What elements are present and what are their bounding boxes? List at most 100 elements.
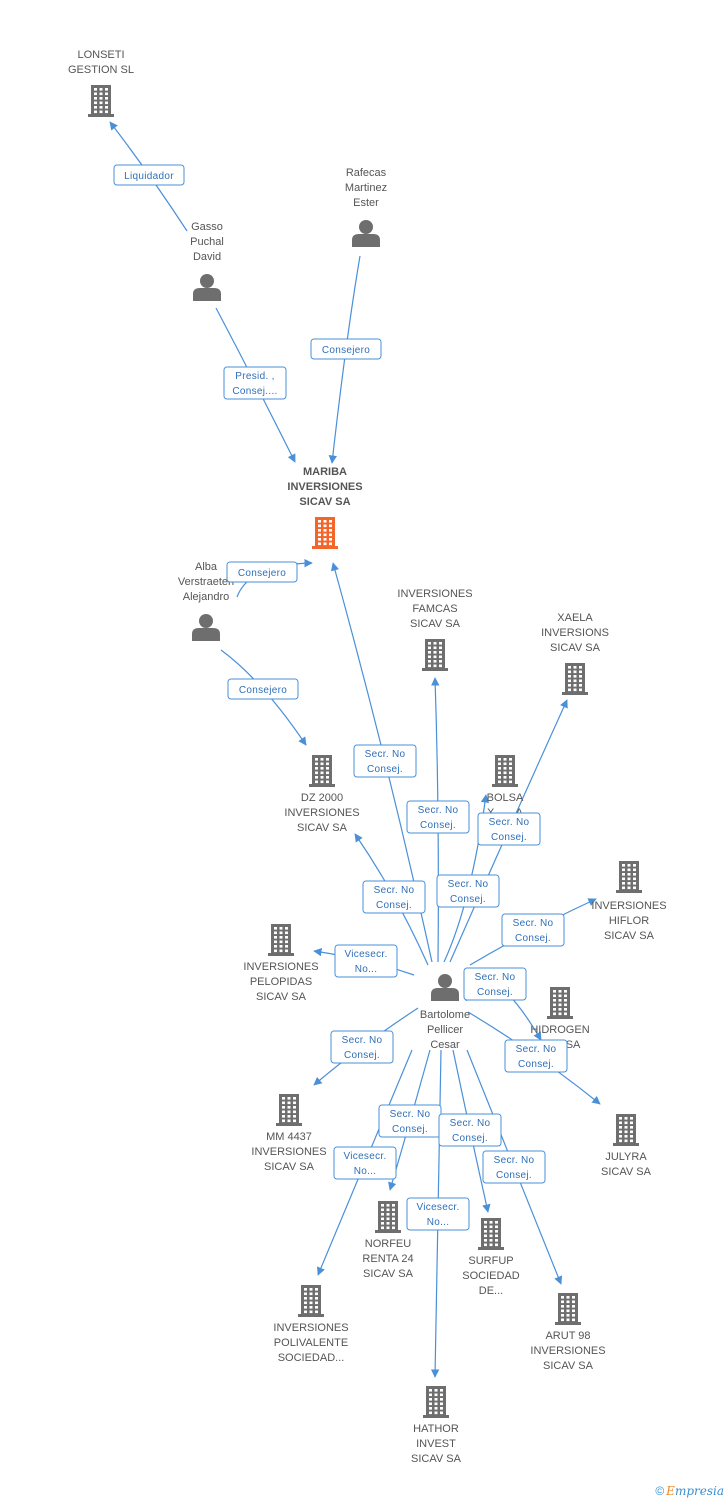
edge-label-bartolome-hathor[interactable]: Vicesecr.No... <box>406 1197 470 1231</box>
edge-label-box <box>482 1150 546 1184</box>
edge-label-box <box>463 967 527 1001</box>
edge-label-text: Secr. No <box>494 1155 535 1166</box>
edge-label-box <box>477 812 541 846</box>
edge-label-box <box>227 678 299 700</box>
node-label: Rafecas <box>346 167 387 179</box>
node-label: LONSETI <box>77 49 124 61</box>
node-label: ARUT 98 <box>545 1330 590 1342</box>
node-label: NORFEU <box>365 1238 412 1250</box>
building-icon <box>309 755 335 787</box>
edge-label-bartolome-pelopidas[interactable]: Vicesecr.No... <box>334 944 398 978</box>
node-label: David <box>193 251 221 263</box>
node-surfup[interactable]: SURFUPSOCIEDADDE... <box>462 1218 520 1297</box>
node-label: SICAV SA <box>299 496 350 508</box>
edge-label-text: Vicesecr. <box>343 1151 386 1162</box>
edge-label-text: Secr. No <box>365 749 406 760</box>
edge-label-box <box>406 1197 470 1231</box>
edge-label-box <box>406 800 470 834</box>
edge-label-text: Consejero <box>239 685 287 696</box>
edge-label-text: Consej. <box>367 764 403 775</box>
edge-label-bartolome-polivalente[interactable]: Vicesecr.No... <box>333 1146 397 1180</box>
building-icon <box>298 1285 324 1317</box>
edge-label-box <box>330 1030 394 1064</box>
edge-label-text: Consej. <box>477 987 513 998</box>
edge-label-alba-dz2000[interactable]: Consejero <box>227 678 299 700</box>
edge-label-alba-mariba[interactable]: Consejero <box>226 561 298 583</box>
node-bolsa[interactable]: BOLSAX... ...A <box>487 755 524 819</box>
node-label: HIDROGEN <box>530 1024 589 1036</box>
node-label: SICAV SA <box>411 1453 462 1465</box>
node-label: Bartolome <box>420 1009 470 1021</box>
edge-label-text: Consej. <box>420 820 456 831</box>
edge-label-gasso-mariba[interactable]: Presid. ,Consej.... <box>223 366 287 400</box>
node-label: SOCIEDAD... <box>278 1352 345 1364</box>
edge-label-text: Vicesecr. <box>416 1202 459 1213</box>
edge-label-text: Secr. No <box>516 1044 557 1055</box>
node-label: INVERSIONES <box>530 1345 605 1357</box>
node-label: SICAV SA <box>363 1268 414 1280</box>
node-label: MARIBA <box>303 466 347 478</box>
edge-label-box <box>353 744 417 778</box>
node-label: INVERSIONES <box>284 807 359 819</box>
node-label: HATHOR <box>413 1423 459 1435</box>
edge-label-text: Consej. <box>450 894 486 905</box>
node-label: PELOPIDAS <box>250 976 312 988</box>
edge-label-box <box>362 880 426 914</box>
building-icon <box>492 755 518 787</box>
node-label: HIFLOR <box>609 915 649 927</box>
edge-label-text: Consej. <box>515 933 551 944</box>
person-icon <box>192 614 220 641</box>
edge-label-text: Consej. <box>452 1133 488 1144</box>
node-polivalente[interactable]: INVERSIONESPOLIVALENTESOCIEDAD... <box>273 1285 349 1364</box>
building-icon <box>276 1094 302 1126</box>
edge-label-bartolome-mariba[interactable]: Secr. No Consej. <box>353 744 417 778</box>
edge-label-rafecas-mariba[interactable]: Consejero <box>310 338 382 360</box>
node-label: FAMCAS <box>412 603 457 615</box>
brand-name: mpresia <box>674 1484 724 1498</box>
node-label: Martinez <box>345 182 387 194</box>
edge-label-box <box>334 944 398 978</box>
edge-label-text: Consej. <box>344 1050 380 1061</box>
building-icon <box>268 924 294 956</box>
edge-label-bartolome-mm4437[interactable]: Secr. No Consej. <box>330 1030 394 1064</box>
building-icon <box>478 1218 504 1250</box>
node-label: BOLSA <box>487 792 524 804</box>
edge-label-text: Secr. No <box>342 1035 383 1046</box>
person-icon <box>352 220 380 247</box>
edge-label-box <box>310 338 382 360</box>
node-label: POLIVALENTE <box>274 1337 348 1349</box>
node-label: SICAV SA <box>601 1166 652 1178</box>
node-label: SICAV SA <box>604 930 655 942</box>
edge-label-gasso-lonseti[interactable]: Liquidador <box>113 164 185 186</box>
node-label: SICAV SA <box>264 1161 315 1173</box>
building-icon <box>88 85 114 117</box>
edge-label-box <box>438 1113 502 1147</box>
edge-label-text: Secr. No <box>489 817 530 828</box>
